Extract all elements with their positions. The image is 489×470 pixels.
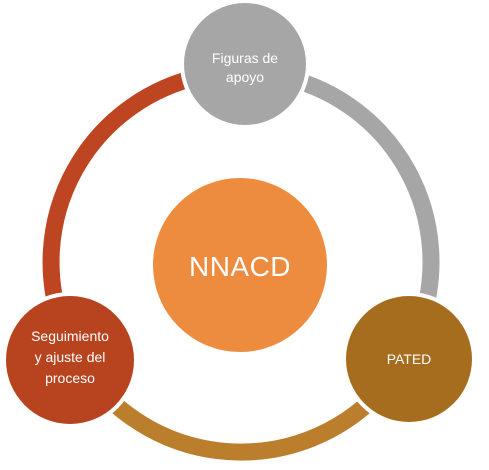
node-pated-label: PATED xyxy=(387,351,432,367)
node-seguimiento-circle xyxy=(6,296,134,424)
center-circle xyxy=(153,178,327,352)
arc-figuras-to-pated xyxy=(287,70,440,324)
node-figuras-label-line-2: apoyo xyxy=(226,69,264,85)
node-seguimiento-label-line-3: proceso xyxy=(45,370,95,386)
node-pated: PATED xyxy=(342,292,476,426)
node-seguimiento: Seguimiento y ajuste del proceso xyxy=(2,292,138,428)
arc-seguimiento-to-figuras xyxy=(42,67,204,330)
center-node: NNACD xyxy=(153,178,327,352)
node-figuras-label-line-1: Figuras de xyxy=(212,50,278,66)
arc-pated-to-seguimiento xyxy=(84,373,382,461)
ring-arcs xyxy=(42,67,440,461)
node-figuras-circle xyxy=(184,3,306,125)
node-figuras-de-apoyo: Figuras de apoyo xyxy=(180,0,310,129)
node-seguimiento-label-line-1: Seguimiento xyxy=(31,328,109,344)
node-seguimiento-label-line-2: y ajuste del xyxy=(35,349,106,365)
center-label: NNACD xyxy=(189,251,291,282)
node-pated-circle xyxy=(346,296,472,422)
